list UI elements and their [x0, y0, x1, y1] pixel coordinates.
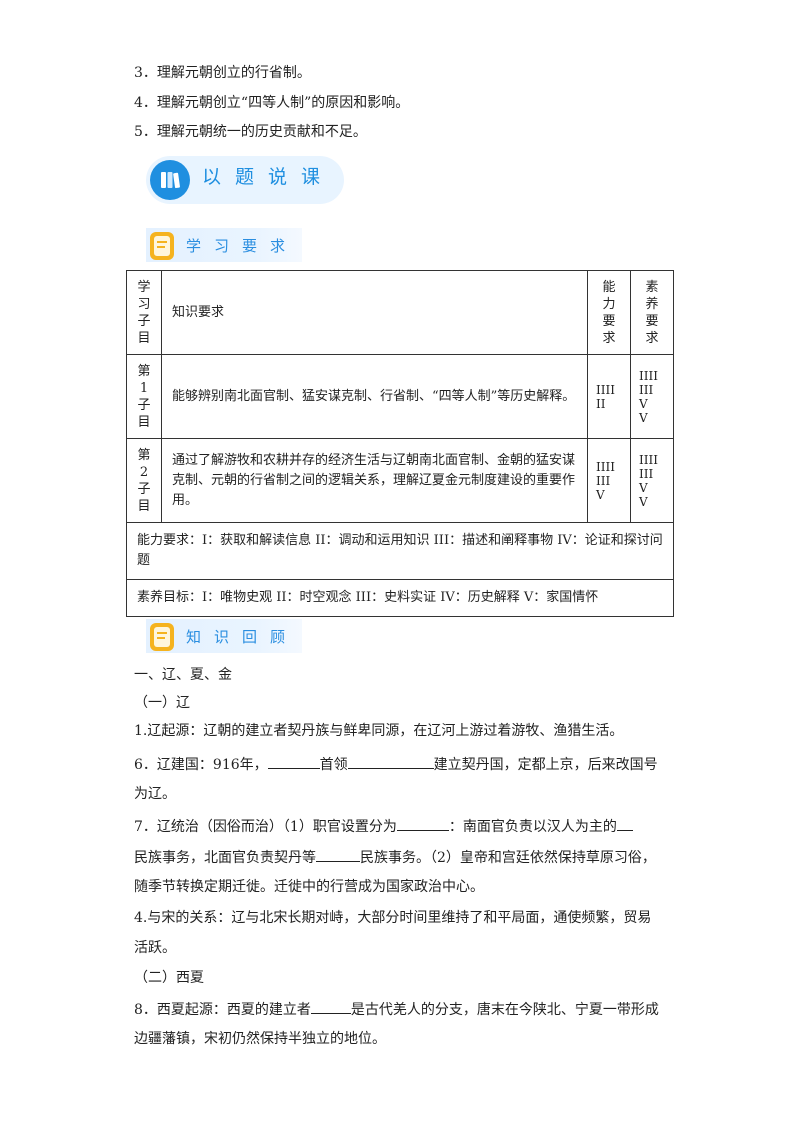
header-char: 养: [645, 296, 659, 312]
text-segment: 民族事务，北面官负责契丹等: [134, 850, 316, 866]
answer-blank[interactable]: [616, 816, 633, 831]
books-icon: [150, 160, 190, 200]
paragraph-fill-blank: 7．辽统治（因俗而治）（1）职官设置分为 ：南面官负责以汉人为主的: [134, 816, 633, 836]
ability-code: IIII: [596, 382, 615, 397]
header-char: 能: [602, 279, 616, 295]
table-header-row: 学 习 子 目 知识要求 能 力 要 求 素 养 要 求: [126, 270, 674, 355]
text-segment: 建立契丹国，定都上京，后来改国号: [433, 757, 658, 773]
subsection-heading: （二）西夏: [134, 970, 204, 986]
row-literacy: IIII III V V: [630, 354, 674, 439]
goal-item-4: 4．理解元朝创立“四等人制”的原因和影响。: [134, 95, 410, 111]
answer-blank[interactable]: [310, 999, 351, 1014]
paragraph: 4.与宋的关系：辽与北宋长期对峙，大部分时间里维持了和平局面，通使频繁，贸易: [134, 910, 652, 926]
answer-blank[interactable]: [316, 847, 360, 862]
header-char: 要: [602, 313, 616, 329]
requirements-table: 学 习 子 目 知识要求 能 力 要 求 素 养 要 求 第 1 子 目 能够辨…: [126, 270, 674, 617]
header-char: 子: [137, 313, 151, 329]
label-char: 2: [139, 464, 149, 480]
label-char: 子: [137, 397, 151, 413]
section-banner-yitishuoke: 以题说课: [146, 156, 344, 204]
paragraph-fill-blank: 6．辽建国：916年， 首领 建立契丹国，定都上京，后来改国号: [134, 754, 658, 774]
text-segment: 是古代羌人的分支，唐末在今陕北、宁夏一带形成: [350, 1002, 659, 1018]
row-label: 第 2 子 目: [126, 438, 162, 523]
ability-note: 能力要求：I：获取和解读信息 II：调动和运用知识 III：描述和阐释事物 IV…: [126, 522, 674, 580]
label-char: 目: [137, 414, 151, 430]
header-knowledge: 知识要求: [161, 270, 588, 355]
header-char: 求: [645, 330, 659, 346]
text-segment: 7．辽统治（因俗而治）（1）职官设置分为: [134, 819, 397, 835]
ability-code: II: [596, 396, 606, 411]
literacy-code: III: [639, 466, 654, 481]
ability-code: III: [596, 473, 611, 488]
row-label: 第 1 子 目: [126, 354, 162, 439]
row-literacy: IIII III V V: [630, 438, 674, 523]
paragraph-fill-blank: 民族事务，北面官负责契丹等 民族事务。（2）皇帝和宫廷依然保持草原习俗，: [134, 847, 656, 867]
header-char: 目: [137, 330, 151, 346]
paragraph-fill-blank: 8．西夏起源：西夏的建立者 是古代羌人的分支，唐末在今陕北、宁夏一带形成: [134, 999, 659, 1019]
header-char: 求: [602, 330, 616, 346]
header-literacy: 素 养 要 求: [630, 270, 674, 355]
subsection-heading: （一）辽: [134, 695, 190, 711]
banner-knowledge-review: 知识回顾: [146, 619, 302, 653]
literacy-code: V: [639, 480, 648, 495]
label-char: 第: [137, 447, 151, 463]
header-ability: 能 力 要 求: [587, 270, 631, 355]
header-char: 要: [645, 313, 659, 329]
label-char: 目: [137, 498, 151, 514]
literacy-code: V: [639, 410, 648, 425]
section-heading: 一、辽、夏、金: [134, 667, 232, 683]
paragraph-continuation: 为辽。: [134, 786, 176, 802]
ability-code: IIII: [596, 459, 615, 474]
row-ability: IIII II: [587, 354, 631, 439]
answer-blank[interactable]: [347, 754, 434, 769]
header-char: 力: [602, 296, 616, 312]
table-row: 第 2 子 目 通过了解游牧和农耕并存的经济生活与辽朝南北面官制、金朝的猛安谋克…: [126, 438, 674, 523]
table-row: 第 1 子 目 能够辨别南北面官制、猛安谋克制、行省制、“四等人制”等历史解释。…: [126, 354, 674, 439]
label-char: 1: [139, 380, 149, 396]
row-knowledge-text: 通过了解游牧和农耕并存的经济生活与辽朝南北面官制、金朝的猛安谋克制、元朝的行省制…: [161, 438, 588, 523]
banner-study-requirements: 学习要求: [146, 228, 302, 262]
literacy-code: V: [639, 494, 648, 509]
row-ability: IIII III V: [587, 438, 631, 523]
table-row-ability-note: 能力要求：I：获取和解读信息 II：调动和运用知识 III：描述和阐释事物 IV…: [126, 522, 674, 580]
notepad-icon: [148, 228, 178, 262]
table-row-literacy-note: 素养目标：I：唯物史观 II：时空观念 III：史料实证 IV：历史解释 V：家…: [126, 579, 674, 617]
text-segment: 6．辽建国：916年，: [134, 757, 268, 773]
paragraph-continuation: 随季节转换定期迁徙。迁徙中的行营成为国家政治中心。: [134, 879, 484, 895]
literacy-code: V: [639, 396, 648, 411]
row-knowledge-text: 能够辨别南北面官制、猛安谋克制、行省制、“四等人制”等历史解释。: [161, 354, 588, 439]
goal-item-3: 3．理解元朝创立的行省制。: [134, 65, 311, 81]
header-char: 学: [137, 279, 151, 295]
header-char: 习: [137, 296, 151, 312]
text-segment: 民族事务。（2）皇帝和宫廷依然保持草原习俗，: [360, 850, 656, 866]
literacy-code: IIII: [639, 452, 658, 467]
paragraph: 1.辽起源：辽朝的建立者契丹族与鲜卑同源，在辽河上游过着游牧、渔猎生活。: [134, 723, 624, 739]
banner-title: 知识回顾: [186, 628, 299, 646]
literacy-note: 素养目标：I：唯物史观 II：时空观念 III：史料实证 IV：历史解释 V：家…: [126, 579, 674, 617]
header-subject: 学 习 子 目: [126, 270, 162, 355]
notepad-icon: [148, 619, 178, 653]
text-segment: ：南面官负责以汉人为主的: [448, 819, 617, 835]
label-char: 子: [137, 481, 151, 497]
ability-code: V: [596, 487, 605, 502]
paragraph-continuation: 边疆藩镇，宋初仍然保持半独立的地位。: [134, 1031, 386, 1047]
literacy-code: III: [639, 382, 654, 397]
banner-title: 学习要求: [186, 237, 299, 255]
banner-title: 以题说课: [202, 166, 335, 188]
literacy-code: IIII: [639, 368, 658, 383]
answer-blank[interactable]: [396, 816, 449, 831]
goal-item-5: 5．理解元朝统一的历史贡献和不足。: [134, 124, 367, 140]
text-segment: 8．西夏起源：西夏的建立者: [134, 1002, 311, 1018]
paragraph-continuation: 活跃。: [134, 940, 176, 956]
header-char: 素: [645, 279, 659, 295]
answer-blank[interactable]: [267, 754, 320, 769]
text-segment: 首领: [319, 757, 348, 773]
label-char: 第: [137, 363, 151, 379]
